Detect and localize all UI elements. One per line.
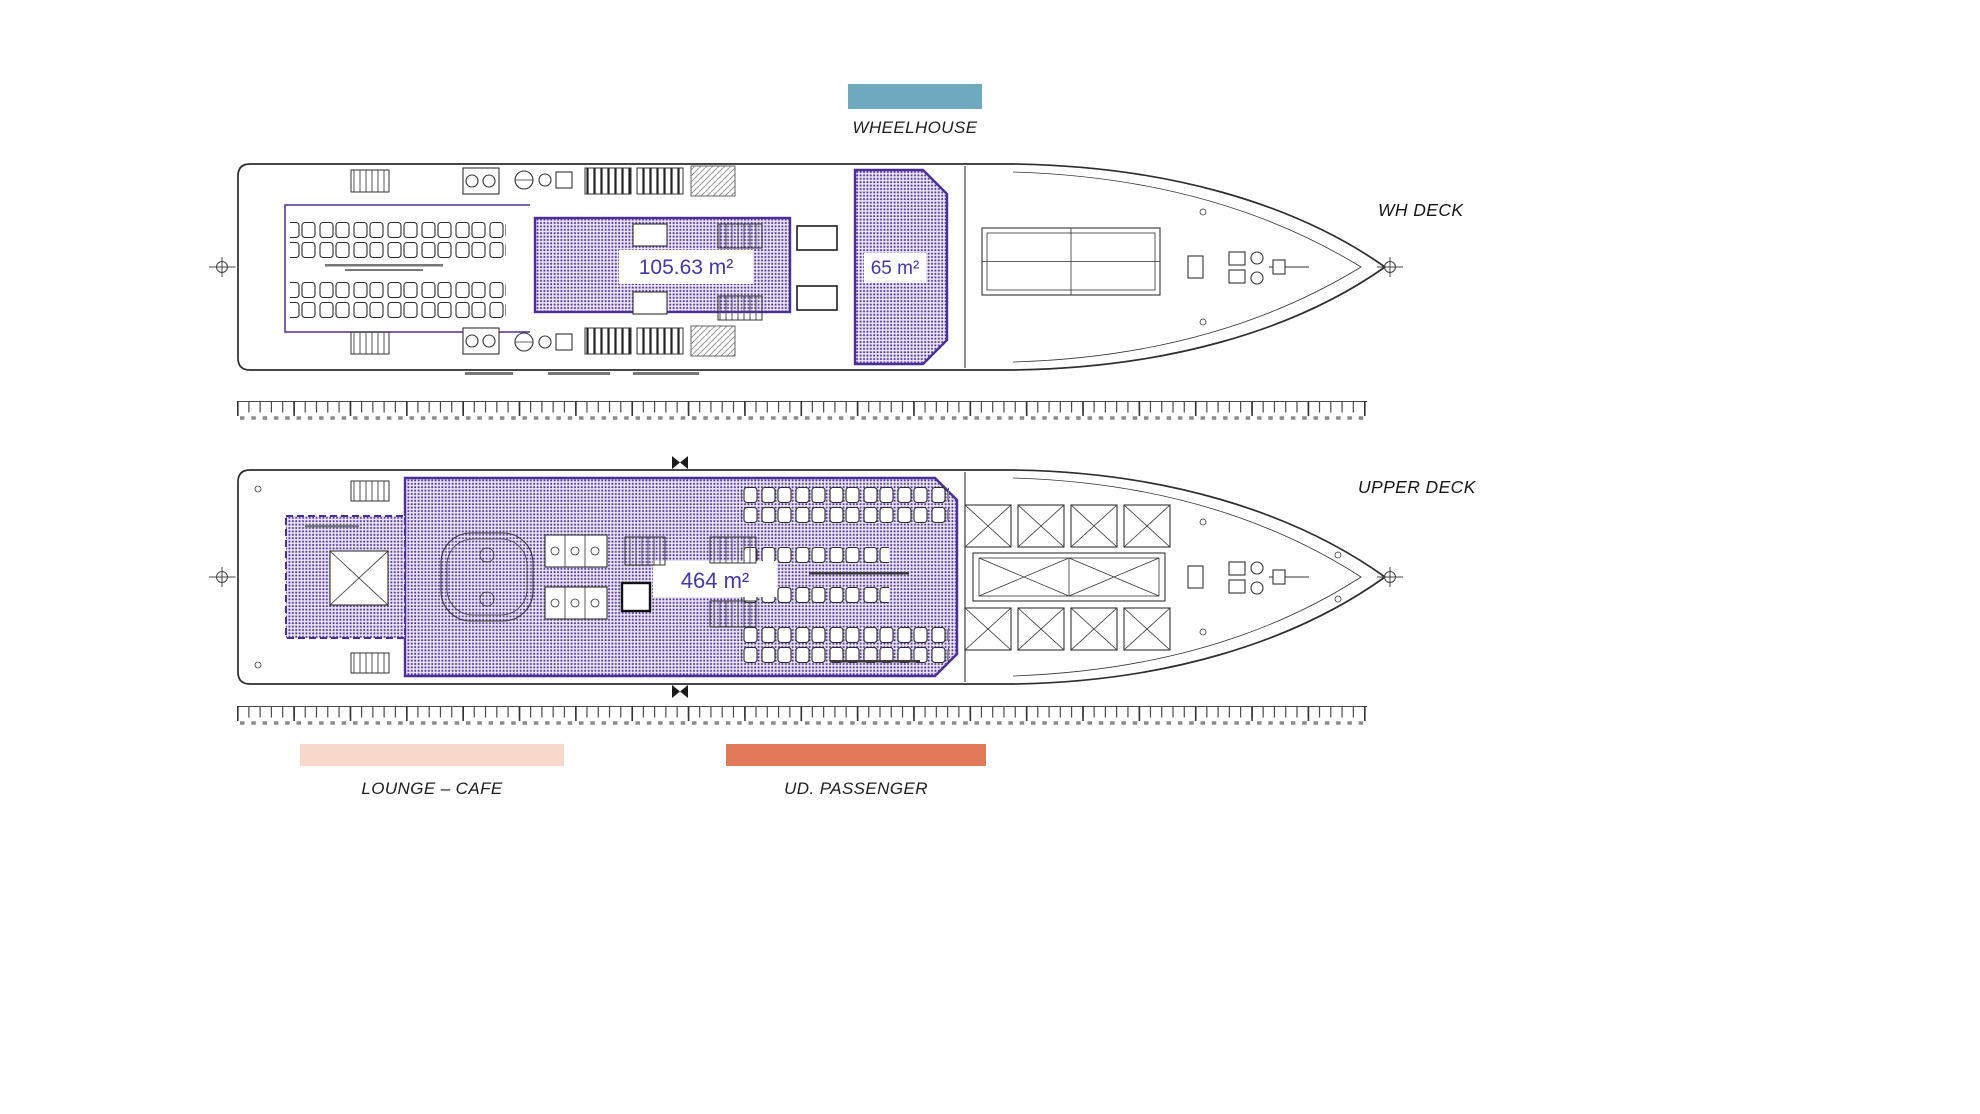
wh-saloon-area-labelbox — [619, 250, 753, 284]
wh-centerline-mark-aft — [209, 257, 235, 277]
upper-area-label: 464 m² — [681, 568, 749, 593]
ud-passenger-legend-label: UD. PASSENGER — [784, 779, 928, 798]
upper-deck-title: UPPER DECK — [1358, 477, 1476, 497]
mast-symbols — [672, 456, 688, 698]
wh-deck-plan: 105.63 m² 65 m² — [209, 163, 1403, 375]
upper-stern-stairs — [350, 480, 390, 674]
wheelhouse-legend-label: WHEELHOUSE — [852, 118, 978, 137]
wh-saloon-area-label: 105.63 m² — [639, 256, 734, 279]
upper-stairs-elevator — [620, 536, 757, 628]
upper-area-labelbox — [653, 561, 777, 597]
legend-ud-passenger: UD. PASSENGER — [726, 744, 986, 799]
wh-centerline-mark-fwd — [1377, 257, 1403, 277]
upper-foredeck-structure — [972, 552, 1166, 602]
upper-lounge-furniture — [305, 525, 389, 606]
wh-deck-title: WH DECK — [1378, 200, 1464, 220]
legend-wheelhouse: WHEELHOUSE — [848, 84, 982, 138]
wh-bow-inner-line — [1012, 171, 1362, 363]
wh-bottom-equipment-row — [350, 325, 736, 357]
upper-bow-inner-line — [1012, 477, 1362, 677]
liferaft-boxes — [964, 504, 1171, 651]
upper-frame-ruler — [237, 705, 1367, 725]
lounge-cafe-color-swatch — [300, 744, 564, 766]
wh-bow-machinery — [1187, 208, 1309, 326]
legend-lounge-cafe: LOUNGE – CAFE — [300, 744, 564, 799]
wh-frame-ruler — [237, 400, 1367, 420]
upper-deck-plan: 464 m² — [209, 456, 1403, 698]
ud-passenger-color-swatch — [726, 744, 986, 766]
wh-liferaft-captions — [465, 372, 699, 375]
wh-central-stairs — [717, 223, 763, 321]
mooring-cleats — [254, 485, 1342, 669]
wh-seat-rows-aft — [290, 220, 506, 320]
upper-seat-rows — [741, 485, 949, 665]
wh-skylight — [981, 227, 1161, 296]
wh-hull-outline — [237, 163, 1387, 371]
wh-top-equipment-row — [350, 165, 736, 197]
wh-saloon-boundary — [284, 204, 530, 333]
wheelhouse-color-swatch — [848, 84, 982, 109]
lounge-cafe-legend-label: LOUNGE – CAFE — [361, 779, 503, 798]
upper-centerline-mark-aft — [209, 567, 235, 587]
upper-bow-machinery — [1187, 561, 1309, 595]
upper-centerline-mark-fwd — [1377, 567, 1403, 587]
wh-fwd-area-labelbox — [864, 253, 926, 283]
upper-atrium-void — [440, 532, 534, 622]
upper-wc-blocks — [544, 534, 608, 620]
wh-fwd-area-label: 65 m² — [871, 258, 920, 279]
wh-midship-equipment — [632, 223, 838, 315]
